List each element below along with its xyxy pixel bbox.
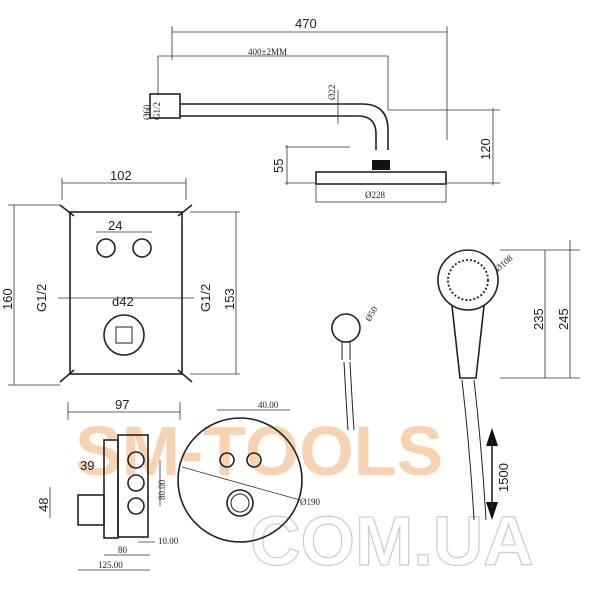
- dim-d42: d42: [112, 294, 134, 309]
- dim-190: Ø190: [300, 497, 320, 507]
- dim-80: 80: [118, 545, 128, 555]
- dim-40: 40.00: [258, 400, 279, 410]
- dim-39: 39: [80, 458, 94, 473]
- dim-120: 120: [478, 138, 493, 160]
- dim-flange: Ø60: [142, 104, 152, 120]
- dim-55: 55: [271, 159, 286, 173]
- dim-80-pitch: 80.00: [157, 479, 167, 500]
- mixer-side-view: 39 48 80.00 10.00 80 125.00: [36, 434, 179, 571]
- dim-245: 245: [556, 308, 571, 330]
- dim-153: 153: [222, 288, 237, 310]
- dim-160: 160: [0, 288, 15, 310]
- dim-thread: G1/2: [152, 102, 162, 120]
- dim-235: 235: [531, 308, 546, 330]
- watermark: SM-TOOLS COM.UA: [75, 412, 534, 581]
- dim-470: 470: [295, 16, 317, 31]
- dim-thread-left: G1/2: [34, 284, 49, 312]
- dim-1500: 1500: [496, 463, 511, 492]
- dim-arm-diameter: Ø22: [327, 85, 337, 101]
- watermark-text-2: COM.UA: [250, 502, 534, 580]
- dim-108: Ø108: [493, 253, 515, 274]
- dim-102: 102: [110, 168, 132, 183]
- dim-thread-right: G1/2: [198, 284, 213, 312]
- dim-50: Ø50: [363, 304, 380, 323]
- mixer-box-front: 102 24 d42 160 G1/2 G1/2 153 97: [0, 168, 240, 420]
- cover-plate: 40.00 Ø190: [177, 400, 320, 543]
- overhead-shower: 470 400±2MM Ø22 Ø60 G1/2 Ø228 55 120: [142, 16, 500, 203]
- dim-24: 24: [108, 218, 122, 233]
- dim-48: 48: [36, 498, 51, 512]
- dim-head-diameter: Ø228: [365, 190, 385, 200]
- dim-arm-length: 400±2MM: [248, 47, 287, 57]
- dim-97: 97: [115, 397, 129, 412]
- dim-10: 10.00: [158, 536, 179, 546]
- watermark-text-1: SM-TOOLS: [75, 412, 443, 490]
- dim-125: 125.00: [98, 560, 123, 570]
